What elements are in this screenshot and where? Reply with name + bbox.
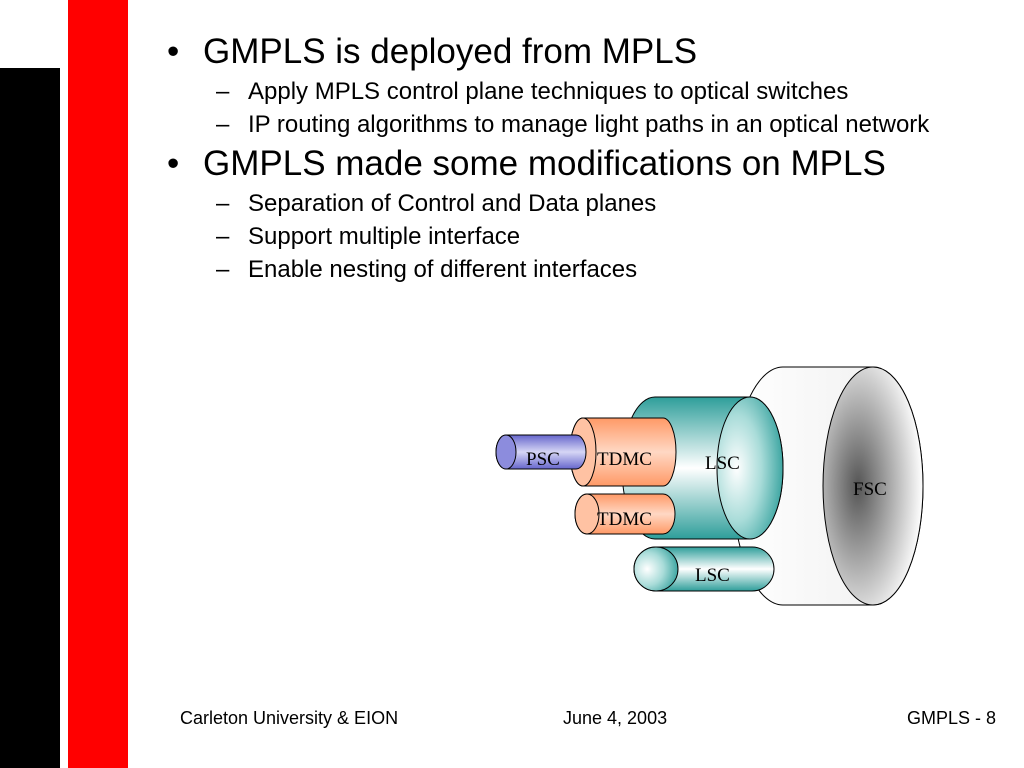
tdmc-bottom-label: TDMC [597,509,652,530]
bullet-item: • GMPLS is deployed from MPLS – Apply MP… [165,32,1005,138]
sub-bullet-item: – Separation of Control and Data planes [203,191,1005,217]
fsc-label: FSC [853,479,887,500]
sub-bullet-item: – Enable nesting of different interfaces [203,257,1005,283]
footer-slide-number: GMPLS - 8 [906,708,996,728]
sub-bullet-text: Support multiple interface [248,223,521,250]
switching-capability-diagram: FSC LSC LSC TDMC TDMC [480,355,940,615]
sub-bullet-mark: – [216,223,230,250]
bullet-text: GMPLS made some modifications on MPLS [203,144,886,183]
sub-bullet-item: – Apply MPLS control plane techniques to… [203,79,1005,105]
left-red-bar [68,0,128,768]
bullet-mark: • [167,144,180,183]
bullet-text: GMPLS is deployed from MPLS [203,32,698,71]
sub-bullet-list: – Apply MPLS control plane techniques to… [203,79,1005,138]
sub-bullet-text: Separation of Control and Data planes [248,190,657,217]
sub-bullet-item: – Support multiple interface [203,224,1005,250]
bullet-list: • GMPLS is deployed from MPLS – Apply MP… [165,32,1005,283]
left-black-bar [0,68,60,768]
sub-bullet-mark: – [216,111,230,138]
tdmc-bottom-cylinder: TDMC [574,493,676,535]
sub-bullet-text: Apply MPLS control plane techniques to o… [248,78,849,105]
sub-bullet-mark: – [216,78,230,105]
footer-date: June 4, 2003 [563,708,668,728]
footer-organization: Carleton University & EION [180,708,399,728]
psc-cylinder: PSC [495,434,587,470]
sub-bullet-text: Enable nesting of different interfaces [248,256,638,283]
psc-label: PSC [526,449,560,470]
sub-bullet-item: – IP routing algorithms to manage light … [203,112,1005,138]
sub-bullet-text: IP routing algorithms to manage light pa… [248,111,930,138]
lsc-small-label: LSC [695,565,730,586]
bullet-item: • GMPLS made some modifications on MPLS … [165,144,1005,283]
bullet-mark: • [167,32,180,71]
tdmc-top-label: TDMC [597,449,652,470]
lsc-small-cylinder: LSC [633,546,775,592]
lsc-main-label: LSC [705,453,740,474]
fsc-cylinder: FSC [732,366,924,606]
sub-bullet-list: – Separation of Control and Data planes … [203,191,1005,283]
sub-bullet-mark: – [216,256,230,283]
sub-bullet-mark: – [216,190,230,217]
